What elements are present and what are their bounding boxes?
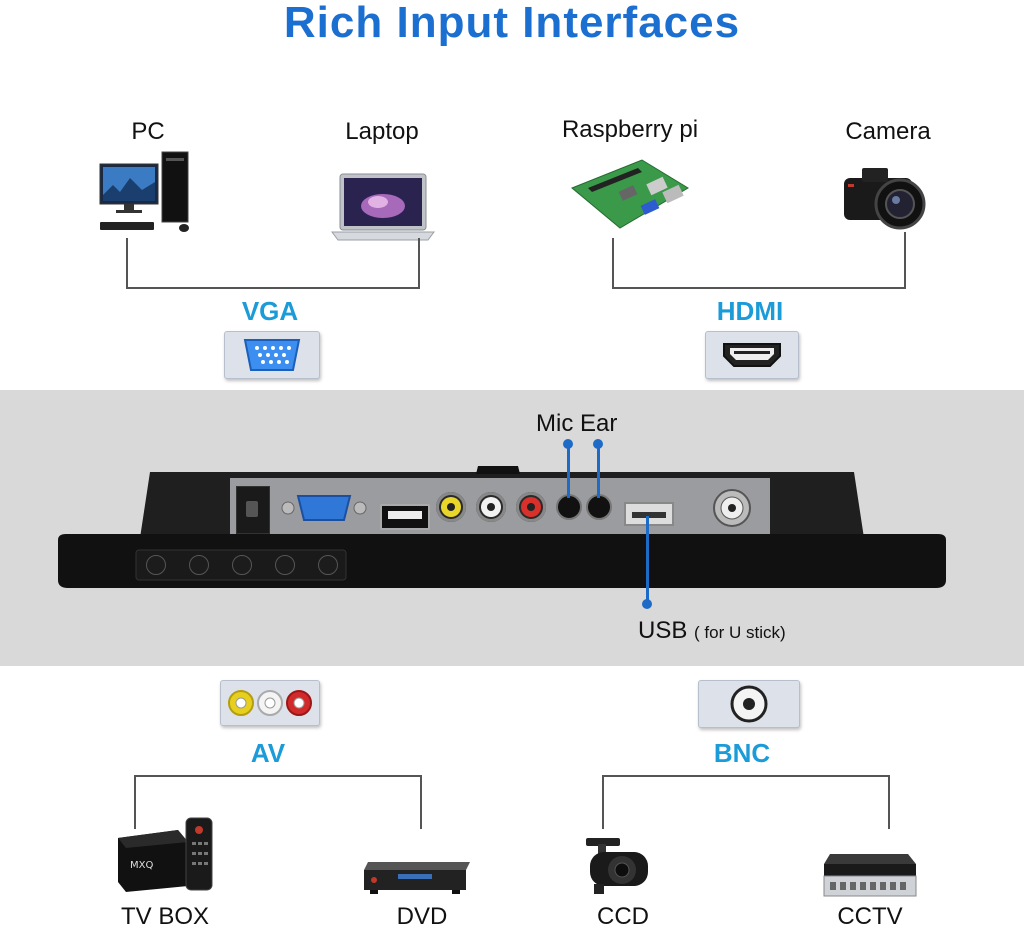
ear-callout-line [597, 444, 600, 498]
av-connector-line-top [134, 775, 422, 777]
hdmi-label: HDMI [716, 296, 784, 326]
hdmi-port-icon [705, 331, 799, 379]
av-yellow-port [436, 492, 466, 522]
av-rca-icon [220, 680, 320, 726]
ccd-camera-icon [582, 836, 660, 896]
mic-callout-line [567, 444, 570, 498]
vga-connector-line-bottom [126, 287, 420, 289]
hdmi-connector-line-right [904, 232, 906, 289]
dc-power-port [236, 486, 270, 534]
laptop-icon [330, 172, 436, 242]
pc-icon [98, 150, 198, 236]
av-label: AV [250, 738, 286, 768]
monitor-button-5 [318, 555, 338, 575]
vga-connector-line-left [126, 238, 128, 289]
mic-ear-label: Mic Ear [536, 410, 618, 437]
vga-port [280, 492, 368, 524]
bnc-connector-line-left [602, 775, 604, 829]
monitor-button-3 [232, 555, 252, 575]
av-connector-line-left [134, 775, 136, 829]
monitor-button-1 [146, 555, 166, 575]
vga-port-icon [224, 331, 320, 379]
tv-box-icon: MXQ [116, 816, 218, 894]
usb-label-note: ( for U stick) [694, 623, 786, 642]
usb-label-text: USB [638, 617, 688, 644]
cctv-recorder-icon [820, 852, 920, 898]
laptop-label: Laptop [345, 118, 419, 145]
av-red-port [516, 492, 546, 522]
monitor-button-4 [275, 555, 295, 575]
hdmi-connector-line-bottom [612, 287, 906, 289]
usb-port [624, 502, 674, 526]
svg-text:MXQ: MXQ [130, 860, 153, 871]
pc-label: PC [131, 118, 165, 145]
bnc-label: BNC [713, 738, 771, 768]
tv-box-label: TV BOX [120, 903, 210, 930]
vga-label: VGA [241, 296, 299, 326]
monitor-button-2 [189, 555, 209, 575]
dvd-label: DVD [396, 903, 448, 930]
bnc-port [712, 488, 752, 528]
vga-connector-line-right [418, 238, 420, 289]
hdmi-port [380, 504, 430, 530]
page-title: Rich Input Interfaces [283, 0, 741, 47]
av-connector-line-right [420, 775, 422, 829]
bnc-connector-line-top [602, 775, 890, 777]
bnc-port-icon [698, 680, 800, 728]
bnc-connector-line-right [888, 775, 890, 829]
hdmi-connector-line-left [612, 238, 614, 289]
av-white-port [476, 492, 506, 522]
camera-icon [840, 158, 932, 230]
usb-label: USB ( for U stick) [638, 617, 786, 645]
dvd-player-icon [362, 858, 474, 896]
ccd-label: CCD [597, 903, 649, 930]
raspberry-pi-label: Raspberry pi [561, 116, 699, 143]
cctv-label: CCTV [837, 903, 903, 930]
usb-callout-line [646, 516, 649, 604]
camera-label: Camera [845, 118, 931, 145]
raspberry-pi-icon [568, 158, 692, 232]
usb-callout-dot [642, 599, 652, 609]
